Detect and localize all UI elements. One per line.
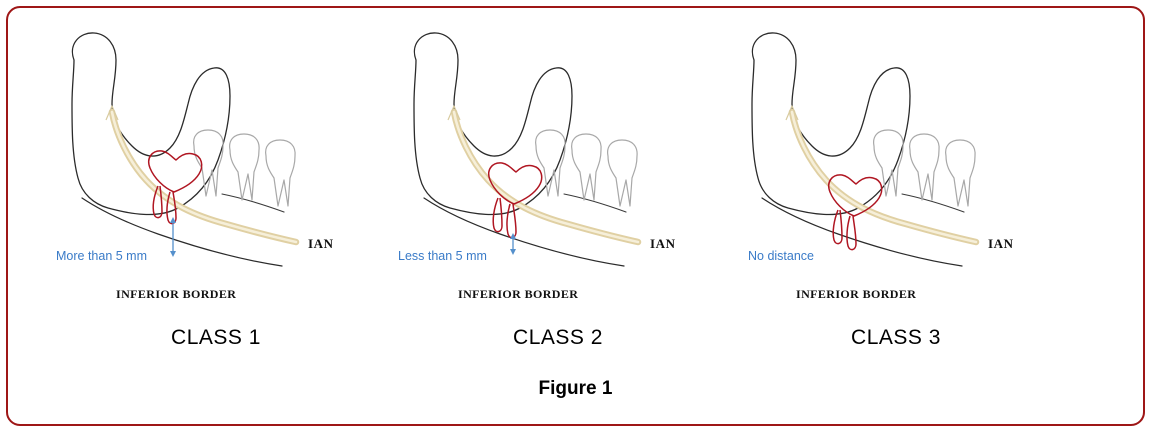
molar-tooth <box>265 139 296 207</box>
molar-tooth <box>909 133 940 201</box>
impacted-molar-crown <box>828 174 883 217</box>
molar-tooth <box>607 139 638 207</box>
impacted-molar-root-1 <box>492 197 503 233</box>
mandible-diagram-class-1: More than 5 mm IAN INFERIOR BORDER <box>56 32 334 301</box>
impacted-third-molar <box>828 174 883 251</box>
mandible-diagram-class-2: Less than 5 mm IAN INFERIOR BORDER <box>398 32 676 301</box>
inferior-border-line <box>761 197 963 267</box>
ian-nerve-canal-highlight <box>452 110 640 244</box>
molar-teeth-group <box>193 129 296 207</box>
figure-caption: Figure 1 <box>538 378 613 399</box>
ian-nerve-canal-highlight <box>790 110 978 244</box>
mandible-diagram-class-3: No distance IAN INFERIOR BORDER <box>748 32 1014 301</box>
mandible-outline <box>751 32 911 216</box>
molar-tooth <box>873 129 904 197</box>
alveolar-ridge-line <box>563 193 627 213</box>
mandibular-foramen-marker <box>105 105 119 121</box>
mandible-outline <box>413 32 573 216</box>
class-label-1: CLASS 1 <box>171 326 261 349</box>
impacted-molar-crown <box>488 162 543 205</box>
impacted-molar-root-2 <box>166 191 177 225</box>
impacted-molar-root-2 <box>846 215 857 251</box>
ian-nerve-canal <box>788 108 980 246</box>
mandibular-foramen-marker <box>785 105 799 121</box>
distance-label: More than 5 mm <box>56 249 147 263</box>
inferior-border-line <box>81 197 283 267</box>
alveolar-ridge-line <box>221 193 285 213</box>
impacted-molar-crown <box>148 150 203 193</box>
distance-label: Less than 5 mm <box>398 249 487 263</box>
ian-nerve-canal-highlight <box>110 110 298 244</box>
panel-class-3: No distance IAN INFERIOR BORDER CLASS 3 <box>726 8 1066 408</box>
ian-nerve-canal <box>450 108 642 246</box>
molar-tooth <box>229 133 260 201</box>
measurement-arrow <box>170 217 176 257</box>
molar-teeth-group <box>873 129 976 207</box>
panel-class-2: Less than 5 mm IAN INFERIOR BORDER CLASS… <box>388 8 728 408</box>
distance-label: No distance <box>748 249 814 263</box>
inferior-border-label: INFERIOR BORDER <box>796 287 916 301</box>
figure-frame: More than 5 mm IAN INFERIOR BORDER CLASS… <box>6 6 1145 426</box>
inferior-border-label: INFERIOR BORDER <box>116 287 236 301</box>
molar-tooth <box>571 133 602 201</box>
ian-label: IAN <box>650 236 676 251</box>
molar-tooth <box>945 139 976 207</box>
impacted-molar-root-1 <box>152 185 163 219</box>
mandible-outline <box>71 32 231 216</box>
alveolar-ridge-line <box>901 193 965 213</box>
impacted-molar-root-2 <box>506 203 517 239</box>
molar-tooth <box>535 129 566 197</box>
ian-label: IAN <box>308 236 334 251</box>
class-label-2: CLASS 2 <box>513 326 603 349</box>
inferior-border-label: INFERIOR BORDER <box>458 287 578 301</box>
panel-class-1: More than 5 mm IAN INFERIOR BORDER CLASS… <box>46 8 386 408</box>
impacted-molar-root-1 <box>832 209 843 245</box>
mandibular-foramen-marker <box>447 105 461 121</box>
ian-nerve-canal <box>108 108 300 246</box>
inferior-border-line <box>423 197 625 267</box>
molar-teeth-group <box>535 129 638 207</box>
measurement-arrow <box>510 233 516 255</box>
class-label-3: CLASS 3 <box>851 326 941 349</box>
molar-tooth <box>193 129 224 197</box>
ian-label: IAN <box>988 236 1014 251</box>
